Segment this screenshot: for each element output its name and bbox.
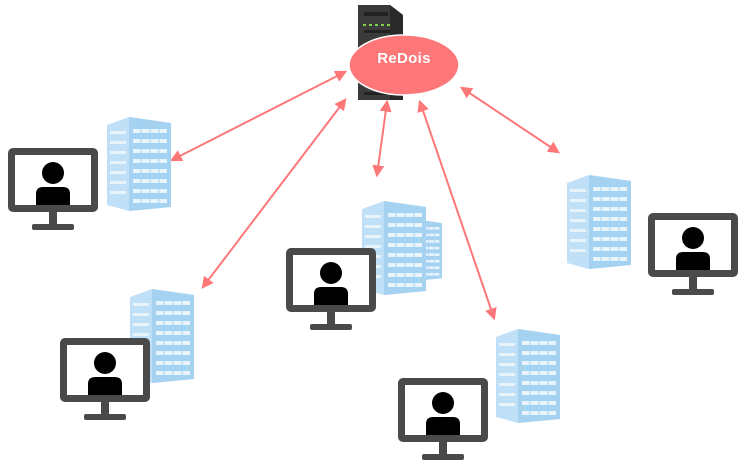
client-5 xyxy=(567,175,738,295)
server-label-ellipse xyxy=(348,34,460,96)
client-4 xyxy=(398,329,560,460)
monitor-user-icon xyxy=(648,213,738,295)
building-icon xyxy=(496,329,560,423)
connections xyxy=(169,70,560,321)
connection-arrow-2 xyxy=(201,98,347,289)
building-icon xyxy=(107,117,171,211)
connection-arrow-5 xyxy=(460,86,560,154)
connection-arrow-1 xyxy=(169,70,348,162)
client-2 xyxy=(60,289,194,420)
client-3 xyxy=(286,200,442,330)
server-label: ReDois xyxy=(377,50,431,67)
monitor-user-icon xyxy=(8,148,98,230)
connection-arrow-3 xyxy=(372,99,392,178)
monitor-user-icon xyxy=(398,378,488,460)
monitor-user-icon xyxy=(60,338,150,420)
building-icon xyxy=(567,175,631,269)
monitor-user-icon xyxy=(286,248,376,330)
connection-arrow-4 xyxy=(417,99,497,321)
client-1 xyxy=(8,117,171,230)
